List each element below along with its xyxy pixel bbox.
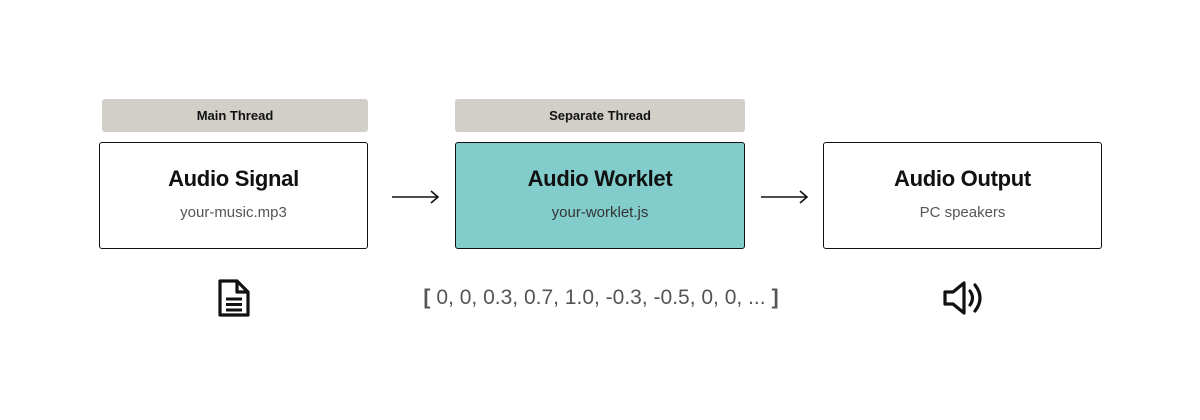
audio-worklet-subtitle: your-worklet.js — [551, 204, 649, 221]
separate-thread-label: Separate Thread — [455, 99, 745, 132]
sample-values: [ 0, 0, 0.3, 0.7, 1.0, -0.3, -0.5, 0, 0,… — [396, 280, 806, 316]
sample-values-text: 0, 0, 0.3, 0.7, 1.0, -0.3, -0.5, 0, 0, .… — [436, 286, 766, 309]
audio-output-subtitle: PC speakers — [919, 204, 1006, 221]
audio-output-title: Audio Output — [894, 166, 1031, 191]
main-thread-label: Main Thread — [102, 99, 368, 132]
audio-signal-subtitle: your-music.mp3 — [180, 204, 287, 221]
document-icon — [218, 279, 250, 317]
open-bracket: [ — [423, 286, 431, 309]
audio-worklet-node: Audio Worklet your-worklet.js — [455, 142, 745, 249]
audio-signal-node: Audio Signal your-music.mp3 — [99, 142, 368, 249]
audio-signal-title: Audio Signal — [168, 166, 299, 191]
arrow-signal-to-worklet — [392, 190, 440, 204]
arrow-worklet-to-output — [761, 190, 809, 204]
close-bracket: ] — [771, 286, 779, 309]
audio-worklet-title: Audio Worklet — [527, 166, 673, 191]
speaker-icon — [943, 281, 982, 315]
audio-output-node: Audio Output PC speakers — [823, 142, 1102, 249]
